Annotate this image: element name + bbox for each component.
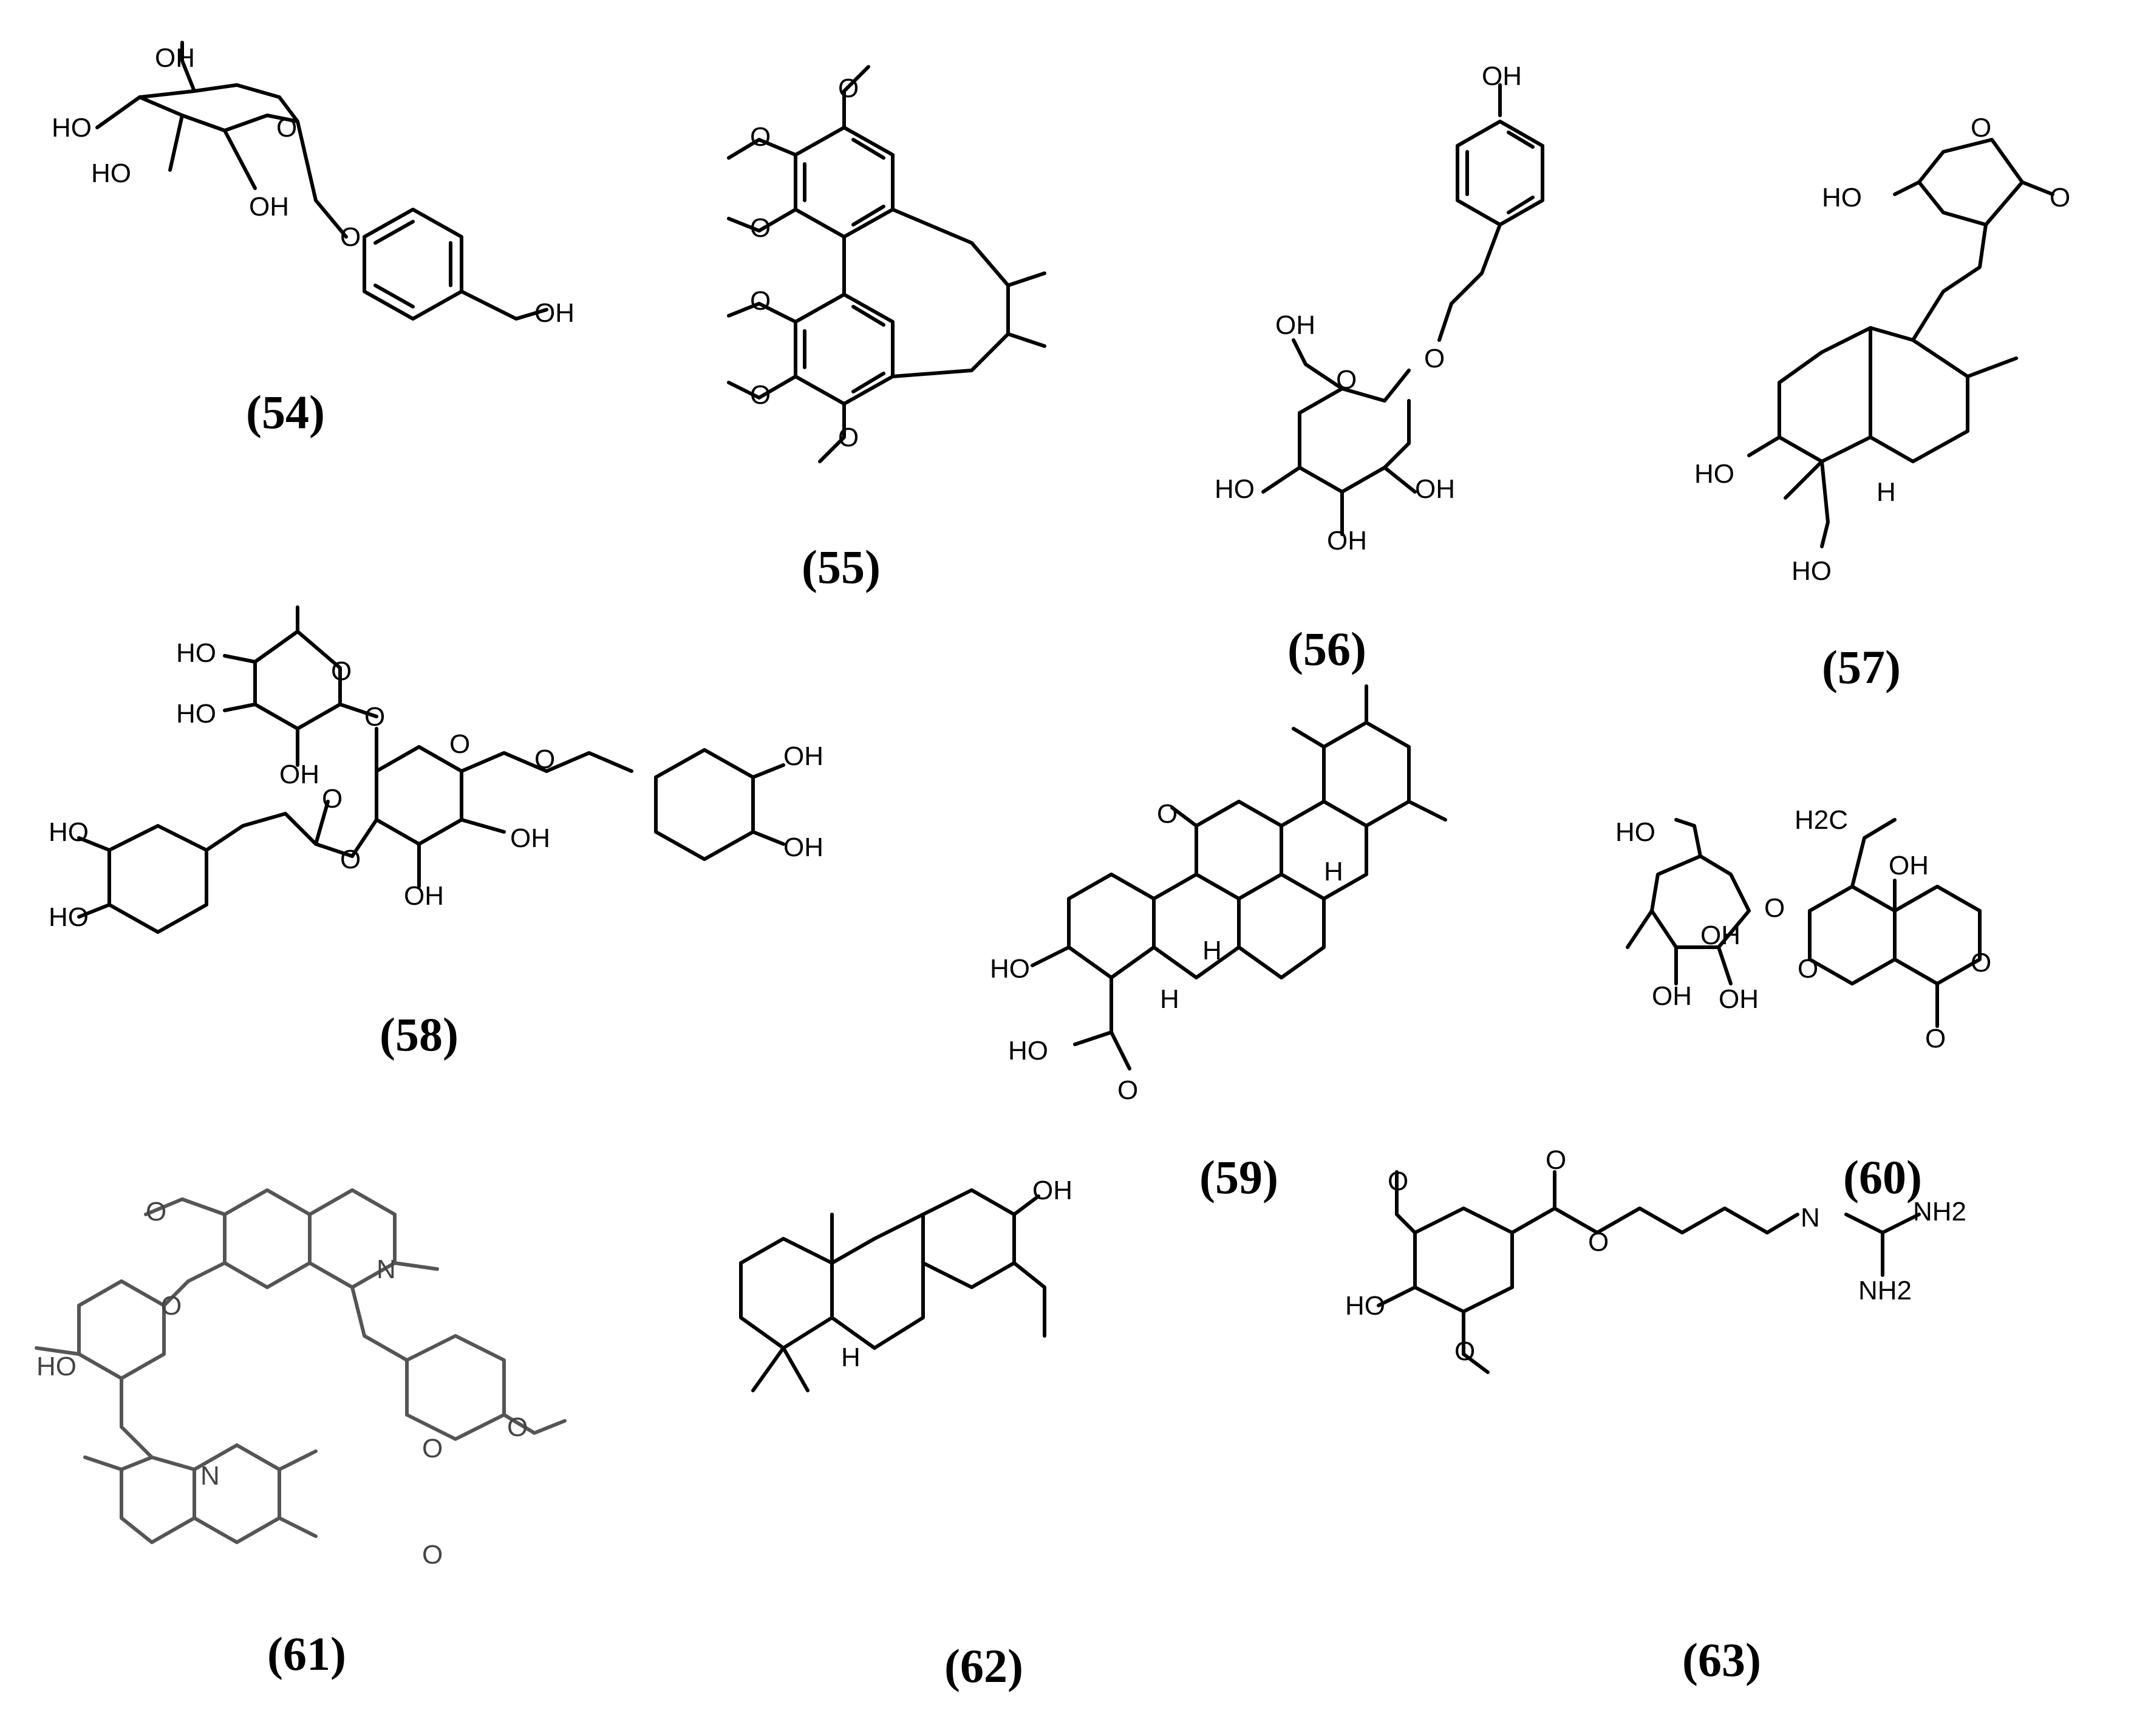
atom-label: OH — [1700, 921, 1740, 950]
atom-label: OH — [249, 192, 289, 222]
atom-label: O — [534, 744, 555, 774]
structure-55: O O O O O O (55) — [727, 65, 1046, 593]
atom-label: O — [1454, 1336, 1475, 1366]
structure-59: O H H H HO HO O (59) — [990, 684, 1447, 1203]
structure-63: O HO O O O N NH2 NH2 (63) — [1345, 1145, 1966, 1686]
atom-label: O — [750, 213, 771, 243]
compound-label-54: (54) — [246, 386, 325, 438]
atom-label: H — [1160, 984, 1179, 1014]
atom-label: HO — [36, 1352, 77, 1381]
atom-label: O — [1336, 365, 1357, 395]
atom-label: O — [838, 423, 859, 452]
atom-label: OH — [404, 881, 444, 911]
atom-label: O — [146, 1197, 166, 1227]
compound-label-61: (61) — [267, 1627, 346, 1680]
atom-label: O — [1798, 954, 1818, 984]
atom-label: O — [276, 113, 297, 143]
atom-label: O — [1117, 1075, 1138, 1105]
atom-label: OH — [1889, 851, 1929, 880]
atom-label: OH — [534, 298, 574, 328]
atom-label: O — [1971, 113, 1991, 143]
atom-label: OH — [1652, 981, 1692, 1011]
atom-label: N — [377, 1254, 396, 1284]
compound-label-60: (60) — [1843, 1151, 1922, 1203]
atom-label: NH2 — [1858, 1276, 1912, 1305]
atom-label: HO — [1791, 556, 1832, 586]
atom-label: OH — [1327, 526, 1367, 556]
compound-label-57: (57) — [1822, 641, 1901, 693]
atom-label: O — [1588, 1227, 1609, 1257]
atom-label: O — [422, 1434, 443, 1463]
atom-label: HO — [1008, 1036, 1048, 1066]
atom-label: N — [200, 1461, 220, 1491]
atom-label: O — [750, 380, 771, 410]
atom-label: O — [507, 1412, 528, 1442]
atom-label: H2C — [1795, 805, 1848, 835]
atom-label: NH2 — [1913, 1197, 1966, 1227]
compound-label-55: (55) — [802, 540, 881, 593]
atom-label: HO — [91, 158, 131, 188]
compound-label-62: (62) — [944, 1639, 1023, 1692]
compound-label-56: (56) — [1287, 622, 1366, 675]
atom-label: OH — [1719, 984, 1759, 1014]
atom-label: OH — [1032, 1176, 1072, 1205]
atom-label: N — [1801, 1203, 1820, 1233]
atom-label: HO — [49, 902, 89, 932]
atom-label: OH — [1415, 474, 1455, 504]
atom-label: O — [1764, 893, 1785, 923]
compound-label-58: (58) — [380, 1008, 458, 1061]
structure-54: OH HO HO OH O O OH (54) — [52, 41, 574, 438]
structure-61: O O N HO O N O O (61) — [35, 1188, 567, 1680]
atom-label: O — [340, 845, 361, 874]
compound-label-63: (63) — [1682, 1633, 1761, 1686]
atom-label: OH — [783, 832, 823, 862]
atom-label: OH — [279, 760, 319, 789]
atom-label: OH — [155, 43, 195, 73]
atom-label: OH — [783, 741, 823, 771]
atom-label: O — [1424, 344, 1445, 373]
atom-label: O — [322, 784, 343, 814]
atom-label: O — [1157, 799, 1178, 829]
atom-label: OH — [1482, 61, 1522, 91]
structure-60: HO H2C OH O OH OH OH O O O (60) — [1615, 805, 1991, 1203]
atom-label: HO — [1694, 459, 1734, 489]
atom-label: H — [841, 1343, 861, 1372]
atom-label: O — [1388, 1166, 1408, 1196]
structure-56: OH O O OH HO OH OH (56) — [1215, 61, 1544, 675]
atom-label: O — [750, 286, 771, 316]
atom-label: O — [331, 656, 352, 686]
atom-label: HO — [49, 817, 89, 847]
atom-label: H — [1877, 477, 1896, 507]
atom-label: HO — [52, 113, 92, 143]
atom-label: O — [161, 1291, 182, 1321]
atom-label: H — [1202, 936, 1222, 965]
atom-label: HO — [176, 699, 216, 729]
atom-label: HO — [1615, 817, 1655, 847]
atom-label: HO — [1215, 474, 1255, 504]
atom-label: HO — [1345, 1291, 1385, 1321]
atom-label: O — [1925, 1024, 1946, 1054]
structure-58: HO HO OH O O O O OH OH OH OH O O HO HO (… — [49, 605, 823, 1061]
atom-label: H — [1324, 857, 1343, 887]
atom-label: HO — [990, 954, 1030, 984]
atom-label: O — [838, 73, 859, 103]
atom-label: HO — [1822, 183, 1862, 213]
atom-label: HO — [176, 638, 216, 668]
atom-label: O — [364, 702, 385, 732]
compound-label-59: (59) — [1199, 1151, 1278, 1203]
atom-label: OH — [1275, 310, 1315, 340]
atom-label: O — [422, 1540, 443, 1570]
atom-label: O — [340, 222, 361, 252]
atom-label: O — [750, 122, 771, 152]
atom-label: OH — [510, 823, 550, 853]
atom-label: O — [449, 729, 470, 759]
atom-label: O — [1971, 948, 1991, 978]
structure-57: HO O O HO H HO (57) — [1694, 113, 2070, 693]
structure-62: OH H (62) — [739, 1176, 1072, 1692]
atom-label: O — [1546, 1145, 1566, 1175]
atom-label: O — [2050, 183, 2070, 213]
